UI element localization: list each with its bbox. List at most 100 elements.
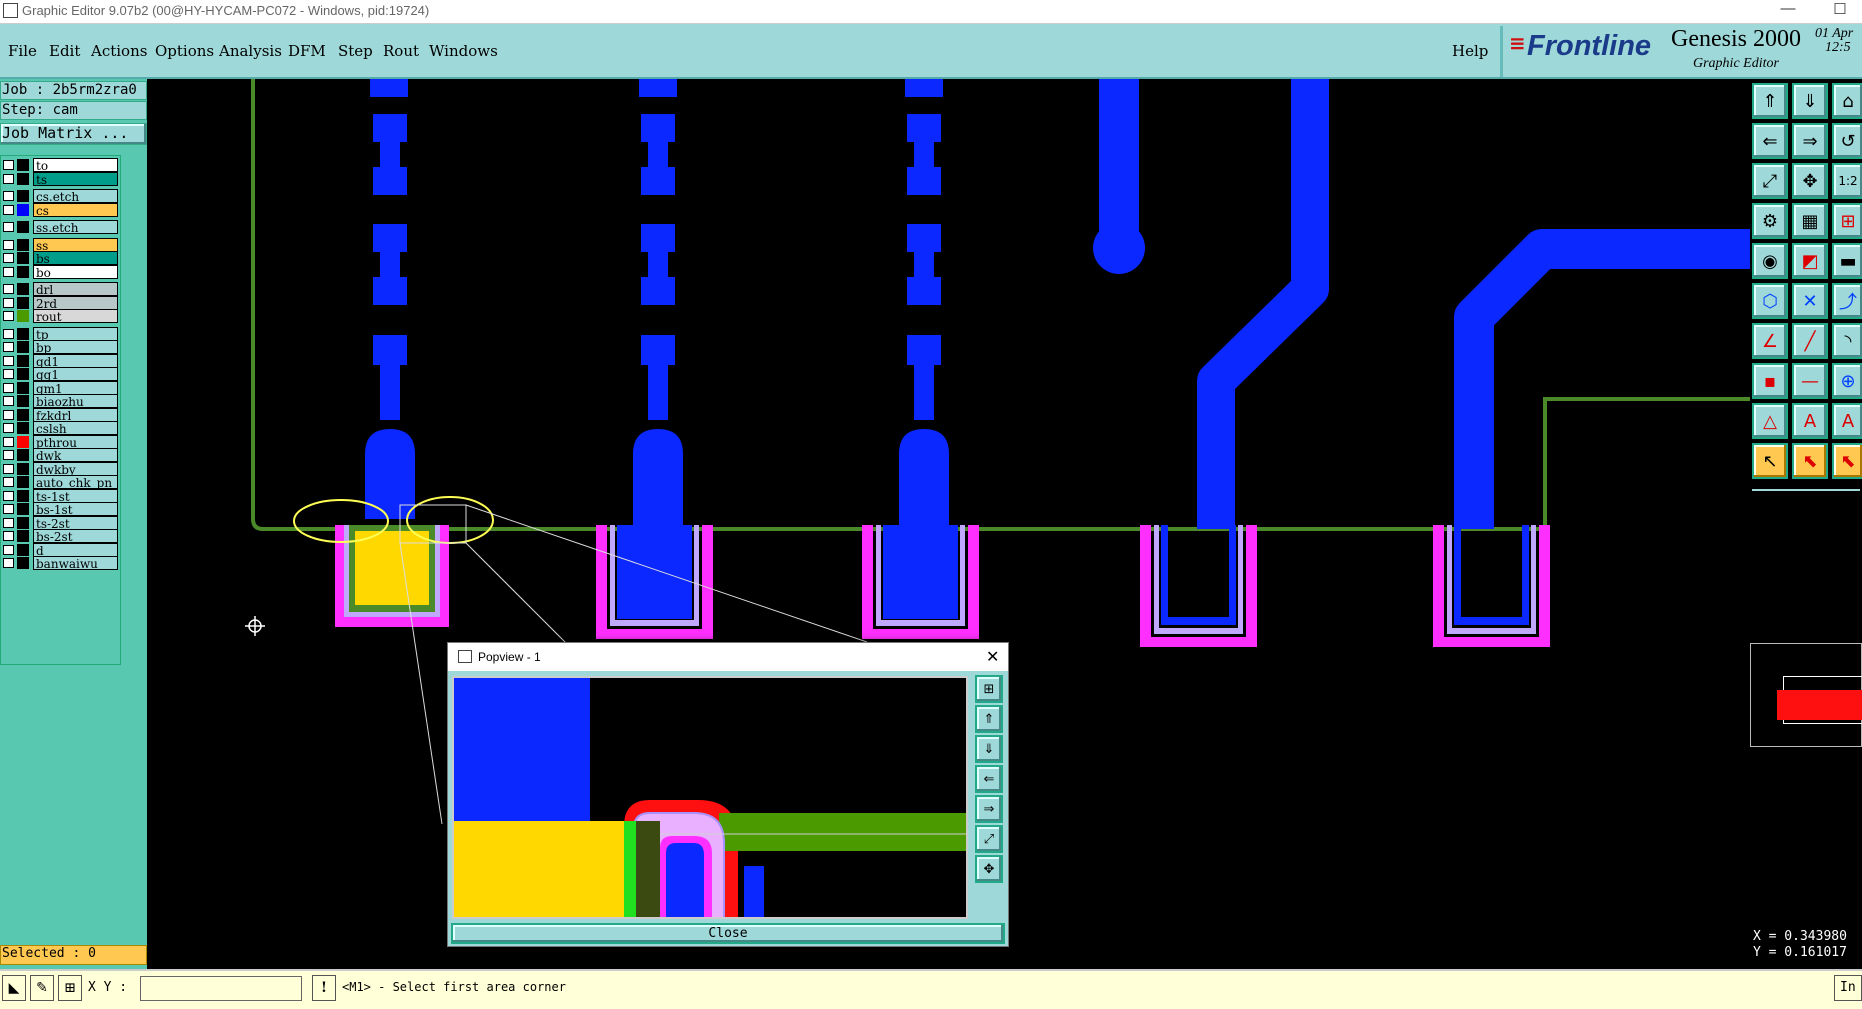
layer-name[interactable]: to: [33, 158, 118, 172]
layer-name[interactable]: auto_chk_pn: [33, 475, 118, 489]
layer-checkbox[interactable]: [3, 382, 14, 393]
menu-file[interactable]: File: [8, 42, 37, 60]
popview-up-icon[interactable]: ⇑: [975, 705, 1003, 733]
layer-checkbox[interactable]: [3, 328, 14, 339]
pad-icon[interactable]: ◉: [1752, 243, 1788, 279]
layer-checkbox[interactable]: [3, 558, 14, 568]
alert-icon[interactable]: !: [312, 975, 336, 1001]
layer-checkbox[interactable]: [3, 504, 14, 514]
connect-icon[interactable]: ⤴: [1832, 283, 1862, 319]
layer-name[interactable]: ts-2st: [33, 515, 118, 530]
xy-input[interactable]: [140, 976, 302, 1001]
layer-row-auto_chk_pn[interactable]: auto_chk_pn: [1, 475, 119, 489]
layer-name[interactable]: bp: [33, 340, 118, 354]
grid-icon[interactable]: ▦: [1792, 203, 1828, 239]
layer-row-ts-2st[interactable]: ts-2st: [1, 515, 119, 530]
layer-row-bs-1st[interactable]: bs-1st: [1, 502, 119, 516]
layer-checkbox[interactable]: [3, 463, 14, 474]
menu-dfm[interactable]: DFM: [288, 42, 326, 60]
angle-icon[interactable]: ∠: [1752, 323, 1788, 359]
layer-checkbox[interactable]: [3, 311, 14, 321]
layer-checkbox[interactable]: [3, 266, 14, 277]
minimize-button[interactable]: —: [1780, 0, 1796, 17]
menu-edit[interactable]: Edit: [49, 42, 81, 60]
layer-name[interactable]: bo: [33, 264, 118, 279]
layer-name[interactable]: gg1: [33, 367, 118, 381]
layer-checkbox[interactable]: [3, 544, 14, 555]
layer-name[interactable]: dwk: [33, 448, 118, 462]
layer-row-gm1[interactable]: gm1: [1, 380, 119, 395]
layer-name[interactable]: bs-2st: [33, 529, 118, 543]
select-arrow-icon[interactable]: ↖: [1752, 443, 1788, 479]
menu-analysis[interactable]: Analysis: [219, 42, 282, 60]
layer-row-banwaiwu[interactable]: banwaiwu: [1, 556, 119, 570]
layer-row-cslsh[interactable]: cslsh: [1, 421, 119, 435]
layer-row-bs-2st[interactable]: bs-2st: [1, 529, 119, 543]
layer-row-ss[interactable]: ss: [1, 237, 119, 252]
zoom-home-icon[interactable]: ⇑: [1752, 83, 1788, 119]
layer-name[interactable]: gm1: [33, 380, 118, 395]
layer-row-gd1[interactable]: gd1: [1, 353, 119, 368]
job-matrix-button[interactable]: Job Matrix ...: [0, 123, 147, 145]
zoom-window-icon[interactable]: ⌂: [1832, 83, 1862, 119]
layer-name[interactable]: d: [33, 542, 118, 557]
text-a-icon[interactable]: A: [1792, 403, 1828, 439]
layer-row-ts-1st[interactable]: ts-1st: [1, 488, 119, 503]
fit-all-icon[interactable]: ⤢: [1752, 163, 1788, 199]
layer-row-bo[interactable]: bo: [1, 264, 119, 279]
layer-name[interactable]: ts-1st: [33, 488, 118, 503]
layer-row-d[interactable]: d: [1, 542, 119, 557]
layer-row-bp[interactable]: bp: [1, 340, 119, 354]
layer-checkbox[interactable]: [3, 409, 14, 420]
layer-row-cs.etch[interactable]: cs.etch: [1, 189, 119, 203]
select-box-icon[interactable]: ⬉: [1792, 443, 1828, 479]
center-icon[interactable]: ✥: [1792, 163, 1828, 199]
layer-row-pthrou[interactable]: pthrou: [1, 434, 119, 449]
layer-checkbox[interactable]: [3, 490, 14, 501]
input-mode-button[interactable]: In: [1834, 975, 1862, 1001]
snap-icon[interactable]: ⊞: [1832, 203, 1862, 239]
layer-checkbox[interactable]: [3, 297, 14, 308]
layer-checkbox[interactable]: [3, 396, 14, 406]
layer-name[interactable]: biaozhu: [33, 394, 118, 408]
scale-icon[interactable]: 1:2: [1832, 163, 1862, 199]
pan-right-icon[interactable]: ⇒: [1792, 123, 1828, 159]
ruler-icon[interactable]: ▬: [1832, 243, 1862, 279]
layer-name[interactable]: ss.etch: [33, 220, 118, 234]
layer-checkbox[interactable]: [3, 450, 14, 460]
popview-center-icon[interactable]: ✥: [975, 855, 1003, 883]
layer-checkbox[interactable]: [3, 204, 14, 215]
layer-name[interactable]: ss: [33, 237, 118, 252]
grid-mode-icon[interactable]: ⊞: [58, 975, 82, 1001]
cross-icon[interactable]: ✕: [1792, 283, 1828, 319]
layer-name[interactable]: banwaiwu: [33, 556, 118, 570]
layer-name[interactable]: tp: [33, 326, 118, 341]
layer-row-ts[interactable]: ts: [1, 171, 119, 186]
layer-row-ss.etch[interactable]: ss.etch: [1, 220, 119, 234]
popview-zoom-icon[interactable]: ⊞: [975, 675, 1003, 703]
layer-row-to[interactable]: to: [1, 158, 119, 172]
feature-icon[interactable]: ⊕: [1832, 363, 1862, 399]
measure-icon[interactable]: ⚙: [1752, 203, 1788, 239]
layer-checkbox[interactable]: [3, 173, 14, 184]
layer-row-biaozhu[interactable]: biaozhu: [1, 394, 119, 408]
layer-checkbox[interactable]: [3, 160, 14, 170]
corner-icon[interactable]: ◣: [2, 975, 26, 1001]
layer-row-fzkdrl[interactable]: fzkdrl: [1, 407, 119, 422]
popview-fit-icon[interactable]: ⤢: [975, 825, 1003, 853]
menu-step[interactable]: Step: [338, 42, 373, 60]
net-icon[interactable]: ⬡: [1752, 283, 1788, 319]
layer-checkbox[interactable]: [3, 531, 14, 541]
popview-close-icon[interactable]: ✕: [986, 649, 1000, 666]
menu-options[interactable]: Options: [155, 42, 215, 60]
menu-help[interactable]: Help: [1452, 42, 1489, 60]
popview-close-button[interactable]: Close: [451, 923, 1005, 944]
layer-name[interactable]: 2rd: [33, 295, 118, 310]
line-draw-icon[interactable]: ◩: [1792, 243, 1828, 279]
popview-canvas[interactable]: [452, 676, 968, 919]
menu-rout[interactable]: Rout: [383, 42, 420, 60]
layer-name[interactable]: ts: [33, 171, 118, 186]
layer-name[interactable]: cs.etch: [33, 189, 118, 203]
hline-icon[interactable]: —: [1792, 363, 1828, 399]
undo-view-icon[interactable]: ↺: [1832, 123, 1862, 159]
